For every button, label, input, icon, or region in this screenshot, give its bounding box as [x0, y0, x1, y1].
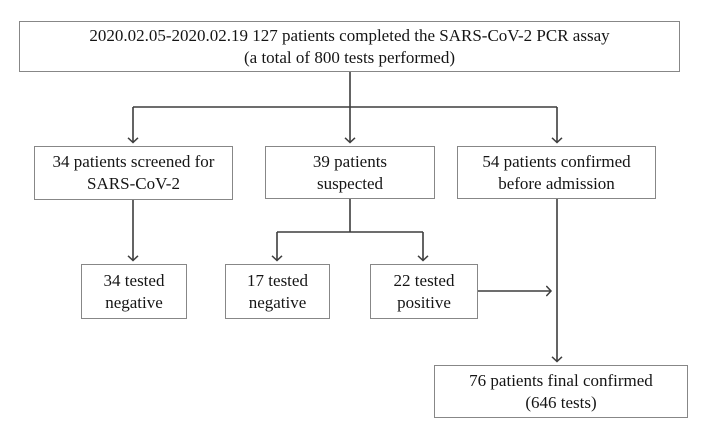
node-suspected-tested-positive: 22 tested positive	[370, 264, 478, 319]
node-suspected-line1: 39 patients	[312, 151, 388, 171]
node-screened-negative-line2: negative	[105, 292, 163, 312]
node-screened: 34 patients screened for SARS-CoV-2	[34, 146, 233, 200]
node-suspected-positive-line1: 22 tested	[393, 270, 455, 290]
node-final-confirmed: 76 patients final confirmed (646 tests)	[434, 365, 688, 418]
node-screened-tested-negative: 34 tested negative	[81, 264, 187, 319]
node-assay-summary-line1: 2020.02.05-2020.02.19 127 patients compl…	[89, 25, 610, 45]
node-final-line1: 76 patients final confirmed	[469, 370, 653, 390]
node-confirmed-before-line2: before admission	[498, 173, 615, 193]
node-assay-summary: 2020.02.05-2020.02.19 127 patients compl…	[19, 21, 680, 72]
node-confirmed-before-line1: 54 patients confirmed	[482, 151, 631, 171]
node-suspected: 39 patients suspected	[265, 146, 435, 199]
node-suspected-negative-line2: negative	[248, 292, 307, 312]
node-screened-negative-line1: 34 tested	[103, 270, 165, 290]
node-confirmed-before-admission: 54 patients confirmed before admission	[457, 146, 656, 199]
node-final-line2: (646 tests)	[525, 392, 597, 412]
node-suspected-tested-negative: 17 tested negative	[225, 264, 330, 319]
node-suspected-positive-line2: positive	[397, 292, 451, 312]
node-screened-line2: SARS-CoV-2	[87, 174, 180, 193]
node-screened-line1: 34 patients screened for	[52, 152, 215, 171]
node-assay-summary-line2: (a total of 800 tests performed)	[243, 47, 455, 67]
node-suspected-line2: suspected	[316, 173, 384, 193]
node-suspected-negative-line1: 17 tested	[247, 270, 308, 290]
